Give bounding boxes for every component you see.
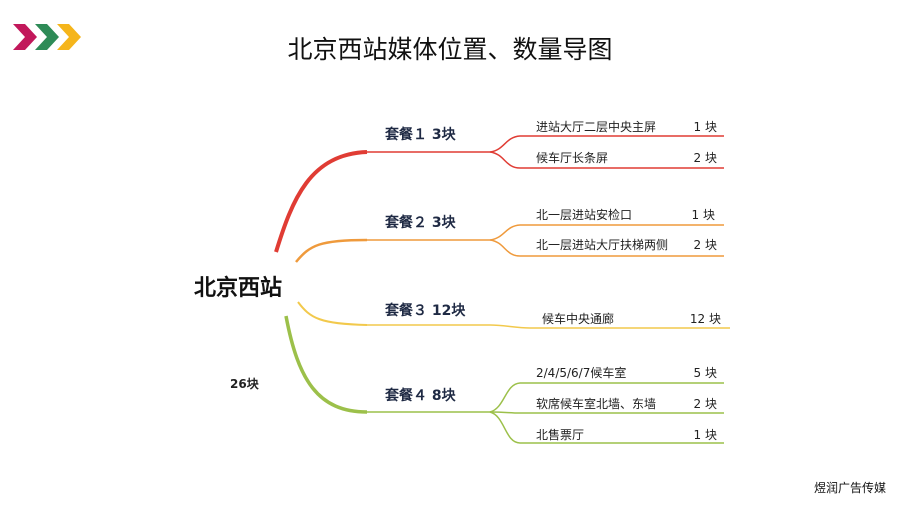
branch-1 [274, 150, 368, 253]
package-1-item-1-count: 1 块 [693, 120, 717, 134]
branch-2 [295, 238, 368, 263]
package-3-item-1-count: 12 块 [689, 312, 721, 326]
package-4-item-2-count: 2 块 [693, 397, 717, 411]
branch-2-leaf-1 [489, 224, 724, 241]
package-4-item-2-name: 软席候车室北墙、东墙 [536, 397, 657, 411]
package-3-label: 套餐３ 12块 [385, 303, 466, 319]
package-3-item-1-name: 候车中央通廊 [542, 312, 615, 326]
package-4-item-3-name: 北售票厅 [536, 428, 585, 442]
logo-chevron-3 [57, 24, 81, 50]
root-node-label: 北京西站 [194, 276, 283, 301]
branch-2-leaf-2 [489, 239, 724, 257]
package-4-label: 套餐４ 8块 [385, 388, 456, 404]
branch-4 [284, 315, 368, 414]
package-1-item-1-name: 进站大厅二层中央主屏 [536, 120, 657, 134]
package-2-label: 套餐２ 3块 [385, 215, 456, 231]
branch-3 [297, 301, 368, 326]
package-2-item-1-name: 北一层进站安检口 [536, 208, 633, 222]
package-4-item-1-count: 5 块 [693, 366, 717, 380]
package-2-item-2-count: 2 块 [693, 238, 717, 252]
footer-company-name: 煜润广告传媒 [813, 481, 886, 495]
branch-1-leaf-2 [489, 151, 724, 169]
logo-chevron-2 [35, 24, 59, 50]
branch-1-leaf-1 [489, 135, 724, 153]
package-1-item-2-count: 2 块 [693, 151, 717, 165]
package-2-item-1-count: 1 块 [691, 208, 715, 222]
logo-chevrons [13, 22, 85, 56]
branch-3-leaf-1 [489, 324, 730, 329]
package-4-item-1-name: 2/4/5/6/7候车室 [536, 366, 627, 380]
package-1-item-2-name: 候车厅长条屏 [536, 151, 609, 165]
branch-4-leaf-1 [489, 382, 724, 413]
package-1-label: 套餐１ 3块 [385, 127, 456, 143]
logo-chevron-1 [13, 24, 37, 50]
page-title: 北京西站媒体位置、数量导图 [287, 35, 613, 64]
package-4-item-3-count: 1 块 [693, 428, 717, 442]
branch-4-leaf-3 [489, 411, 724, 444]
total-count-label: 26块 [230, 377, 259, 391]
package-2-item-2-name: 北一层进站大厅扶梯两侧 [536, 238, 669, 252]
branch-4-leaf-2 [489, 411, 724, 414]
